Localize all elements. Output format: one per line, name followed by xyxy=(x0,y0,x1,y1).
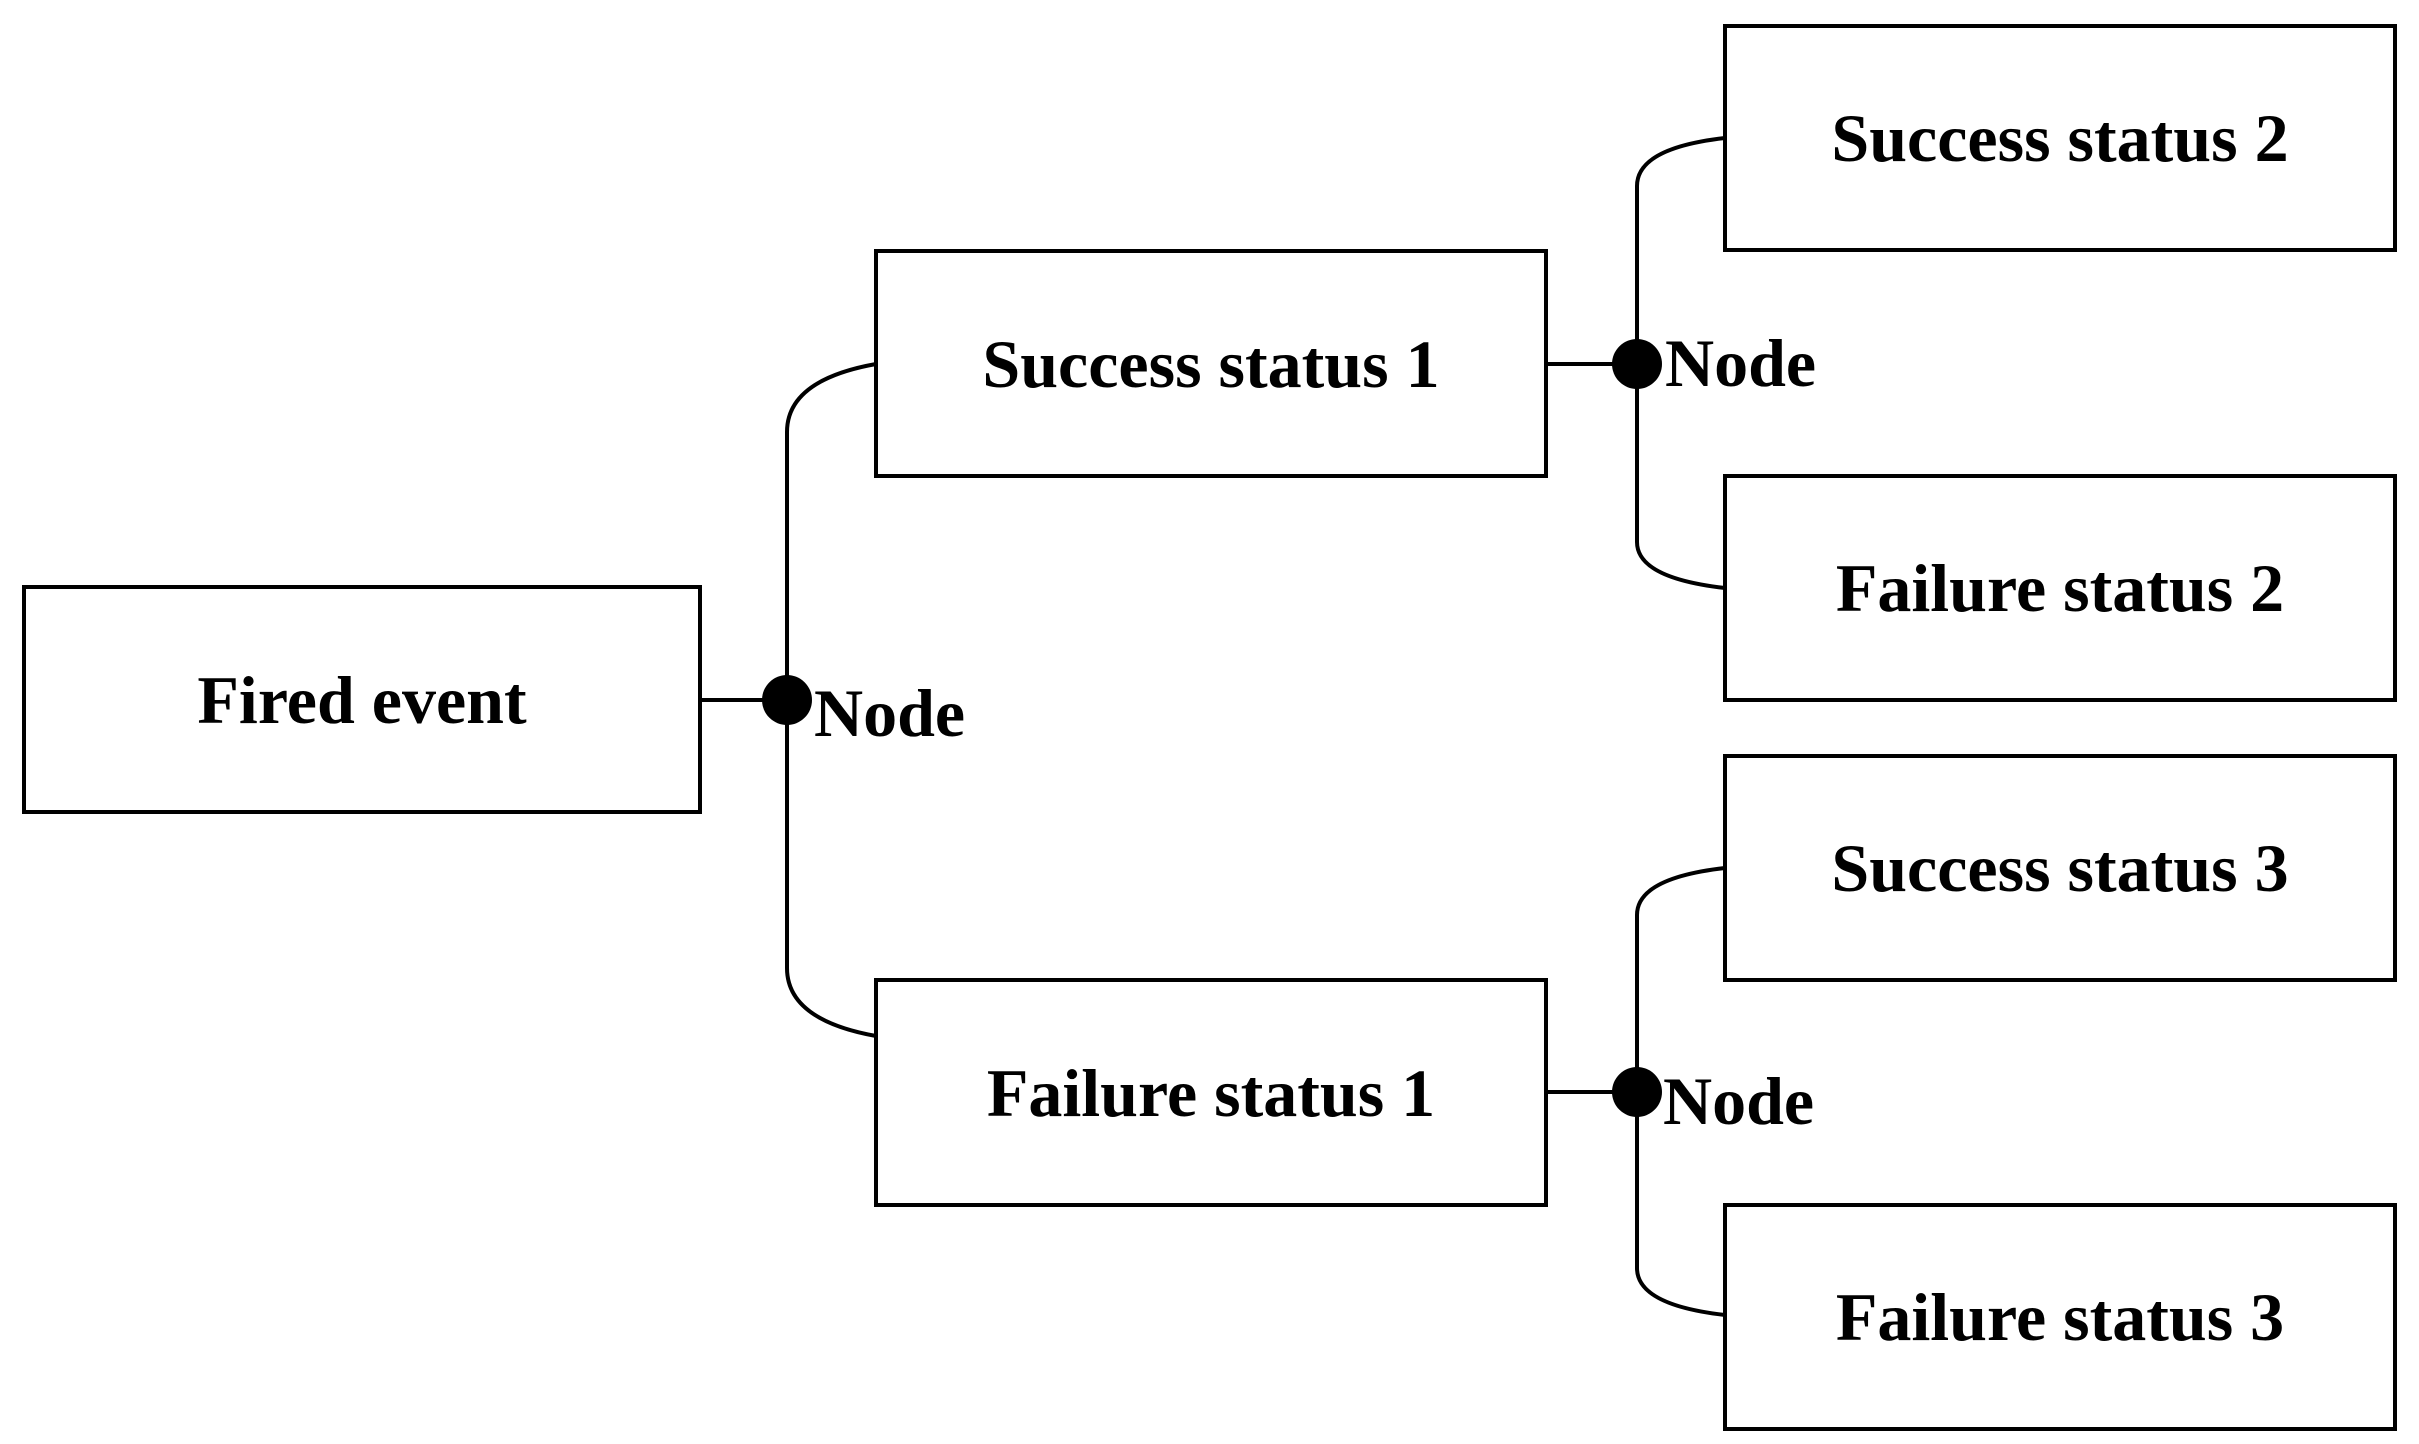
upper-branch-down xyxy=(1635,364,1726,590)
upper-node-label: Node xyxy=(1665,325,1816,401)
lower-node-dot xyxy=(1612,1067,1662,1117)
root-upper-branch xyxy=(785,362,877,700)
success-status-3-box: Success status 3 xyxy=(1723,754,2397,982)
success-status-1-box: Success status 1 xyxy=(874,249,1548,478)
failure-status-1-label: Failure status 1 xyxy=(987,1055,1435,1131)
root-node-dot xyxy=(762,675,812,725)
lower-branch-down xyxy=(1635,1092,1726,1317)
failure-status-2-box: Failure status 2 xyxy=(1723,474,2397,702)
lower-branch-up xyxy=(1635,866,1726,1092)
upper-node-dot xyxy=(1612,339,1662,389)
upper-branch-up xyxy=(1635,136,1726,364)
fired-event-label: Fired event xyxy=(197,662,527,738)
failure-status-3-label: Failure status 3 xyxy=(1836,1279,2284,1355)
success-status-3-label: Success status 3 xyxy=(1831,830,2288,906)
failure-status-3-box: Failure status 3 xyxy=(1723,1203,2397,1431)
root-lower-branch xyxy=(785,700,877,1038)
lower-node-label: Node xyxy=(1663,1063,1814,1139)
success-status-2-label: Success status 2 xyxy=(1831,100,2288,176)
failure-status-1-box: Failure status 1 xyxy=(874,978,1548,1207)
fired-event-box: Fired event xyxy=(22,585,702,814)
success-status-2-box: Success status 2 xyxy=(1723,24,2397,252)
root-node-label: Node xyxy=(814,675,965,751)
success-status-1-label: Success status 1 xyxy=(982,326,1439,402)
failure-status-2-label: Failure status 2 xyxy=(1836,550,2284,626)
